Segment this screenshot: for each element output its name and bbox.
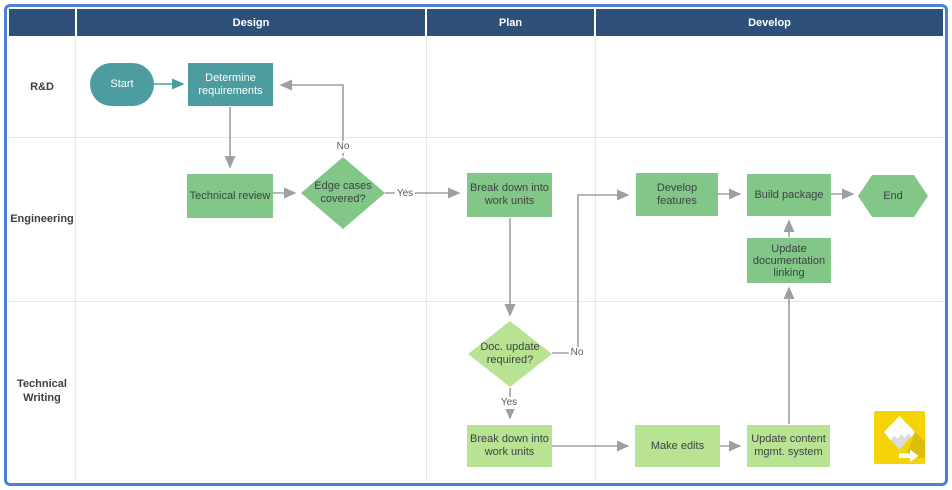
node-develop-features[interactable]: Develop features	[636, 173, 718, 216]
edge-edgecases-no-to-determine	[279, 79, 344, 156]
node-start[interactable]: Start	[90, 63, 154, 106]
grid-line-vertical	[426, 36, 427, 481]
lane-header-design: Design	[77, 9, 425, 36]
edge-label-yes: Yes	[394, 188, 416, 200]
node-end[interactable]: End	[858, 175, 928, 217]
edge-label-no: No	[334, 141, 352, 153]
header-corner-cell	[9, 9, 75, 36]
lane-header-plan: Plan	[427, 9, 594, 36]
grid-line-vertical	[595, 36, 596, 481]
grid-line-vertical	[75, 36, 76, 481]
grid-line-horizontal	[9, 137, 943, 138]
node-make-edits[interactable]: Make edits	[635, 425, 720, 467]
node-determine-requirements[interactable]: Determine requirements	[188, 63, 273, 106]
node-update-content-mgmt-system[interactable]: Update content mgmt. system	[747, 425, 830, 467]
node-technical-review[interactable]: Technical review	[187, 174, 273, 218]
yellow-page-icon	[874, 411, 925, 464]
edge-label-no: No	[568, 347, 586, 359]
node-update-documentation-linking[interactable]: Update documentation linking	[747, 238, 831, 283]
row-label-technical-writing: Technical Writing	[17, 378, 67, 404]
node-break-down-work-units-eng[interactable]: Break down into work units	[467, 173, 552, 217]
grid-line-horizontal	[9, 301, 943, 302]
node-break-down-work-units-tw[interactable]: Break down into work units	[467, 425, 552, 467]
row-label-engineering: Engineering	[10, 213, 74, 225]
row-label-rnd: R&D	[30, 80, 54, 93]
watermark-logo[interactable]	[874, 411, 925, 464]
node-build-package[interactable]: Build package	[747, 174, 831, 216]
edge-label-yes: Yes	[498, 397, 520, 409]
lane-header-develop: Develop	[596, 9, 943, 36]
edge-docupdate-no-to-develop	[552, 189, 630, 354]
